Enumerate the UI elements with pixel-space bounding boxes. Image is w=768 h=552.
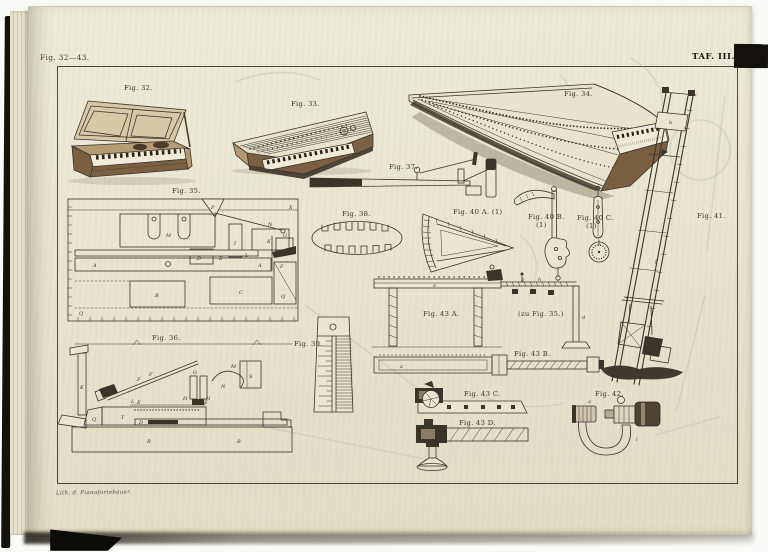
part-letter: T <box>121 415 125 421</box>
part-letter: N <box>267 222 273 228</box>
fig42-micrometer-drawing: a l <box>572 396 661 456</box>
part-letter: N <box>220 384 226 390</box>
part-letter: P <box>210 205 215 211</box>
fig41-label: Fig. 41. <box>697 212 726 220</box>
fig32-label: Fig. 32. <box>124 84 153 92</box>
part-letter: f <box>654 259 658 265</box>
part-letter: d <box>582 315 585 321</box>
fig34-grand-piano-body-drawing <box>408 83 670 200</box>
fig35-label: Fig. 35. <box>172 187 201 195</box>
book-bottom-shadow <box>24 532 754 544</box>
part-letter: B <box>146 439 151 445</box>
part-letter: Q <box>281 294 285 300</box>
part-letter: e <box>433 283 436 289</box>
part-letter: D <box>196 256 201 262</box>
fig40c-sub-label: (1) <box>586 222 597 230</box>
part-letter: I <box>233 241 237 247</box>
fig40c-label: Fig. 40 C. <box>577 214 614 222</box>
fig42-label: Fig. 42. <box>595 390 624 398</box>
part-letter: E <box>203 400 208 406</box>
part-letter: Q <box>92 417 96 423</box>
fig39-taper-gauge-drawing <box>313 316 354 413</box>
fig40b-label: Fig. 40 B. <box>528 213 565 221</box>
fig40c-tuning-disc-drawing <box>588 185 610 263</box>
fig40a-bridge-frame-drawing <box>421 213 515 273</box>
part-letter: C <box>239 290 243 296</box>
part-letter: K <box>266 239 271 245</box>
part-letter: H <box>182 396 188 402</box>
fig34-label: Fig. 34. <box>564 90 593 98</box>
part-letter: F <box>279 264 284 270</box>
fig43b-label: Fig. 43 B. <box>514 350 551 358</box>
part-letter: K <box>79 385 84 391</box>
part-letter: M <box>165 233 172 239</box>
part-letter: B <box>154 293 159 299</box>
part-letter: G <box>193 370 197 376</box>
fig40b-hammer-arm-drawing <box>513 186 570 281</box>
fig40b-sub-label: (1) <box>536 221 547 229</box>
part-letter: a <box>588 399 591 405</box>
part-letter: h <box>538 277 541 283</box>
fig43d-clamp-stand-drawing <box>416 419 529 471</box>
part-letter: l <box>636 437 638 443</box>
fig43c-dotted-bar-drawing <box>415 381 528 414</box>
fig37-key-lever-drawing <box>309 151 497 198</box>
part-letter: a <box>400 364 403 370</box>
fig43a-note-label: (zu Fig. 35.) <box>518 310 564 318</box>
fig40a-label: Fig. 40 A. (1) <box>453 208 503 216</box>
fig38-label: Fig. 38. <box>342 210 371 218</box>
fig36-action-section-diagram-2: K F F G H H M N S T Q E E D B B L <box>57 339 293 453</box>
page-stack-edge <box>10 11 30 535</box>
fig38-comb-plate-drawing <box>311 221 403 255</box>
fig33-label: Fig. 33. <box>291 100 320 108</box>
part-letter: Q <box>79 311 83 317</box>
plate-border-frame <box>57 66 738 484</box>
part-letter: S <box>249 374 253 380</box>
fig39-label: Fig. 39. <box>294 340 323 348</box>
part-letter: X <box>288 205 293 211</box>
part-letter: M <box>230 364 237 370</box>
fig35-action-section-diagram: X P M N I K L D E A A B C Q Q G F <box>67 198 299 322</box>
plate-number-tab <box>733 43 768 69</box>
fig37-label: Fig. 37. <box>389 163 418 171</box>
fig43d-label: Fig. 43 D. <box>459 419 496 427</box>
part-letter: e <box>626 295 629 301</box>
fig43a-label: Fig. 43 A. <box>423 310 460 318</box>
fig33-triangle-spinet-drawing <box>232 111 374 179</box>
imprint-label: Lith. d. Pianofortebauer. <box>55 489 132 497</box>
part-letter: G <box>283 233 287 239</box>
part-letter: L <box>244 253 249 259</box>
figure-range-label: Fig. 32—43. <box>40 53 90 62</box>
part-letter: B <box>236 439 241 445</box>
fig43b-bar-apparatus-drawing: a <box>373 354 604 376</box>
part-letter: H <box>205 396 211 402</box>
part-letter: A <box>92 263 97 269</box>
fig41-monochord-ladder-drawing: b e f <box>601 87 697 386</box>
plate-number-label: TAF. III. <box>692 52 735 62</box>
fig43c-label: Fig. 43 C. <box>464 390 501 398</box>
part-letter: E <box>136 400 141 406</box>
part-letter: L <box>130 399 135 405</box>
part-letter: D <box>138 420 143 426</box>
part-letter: b <box>669 120 672 126</box>
fig43a-table-apparatus-drawing: e g h d <box>371 264 591 349</box>
fig32-square-piano-drawing <box>68 100 196 185</box>
part-letter: A <box>257 263 262 269</box>
part-letter: E <box>218 256 223 262</box>
part-letter: F <box>136 377 141 383</box>
part-letter: g <box>521 277 524 283</box>
part-letter: F <box>148 372 153 378</box>
fig36-label: Fig. 36. <box>152 334 181 342</box>
